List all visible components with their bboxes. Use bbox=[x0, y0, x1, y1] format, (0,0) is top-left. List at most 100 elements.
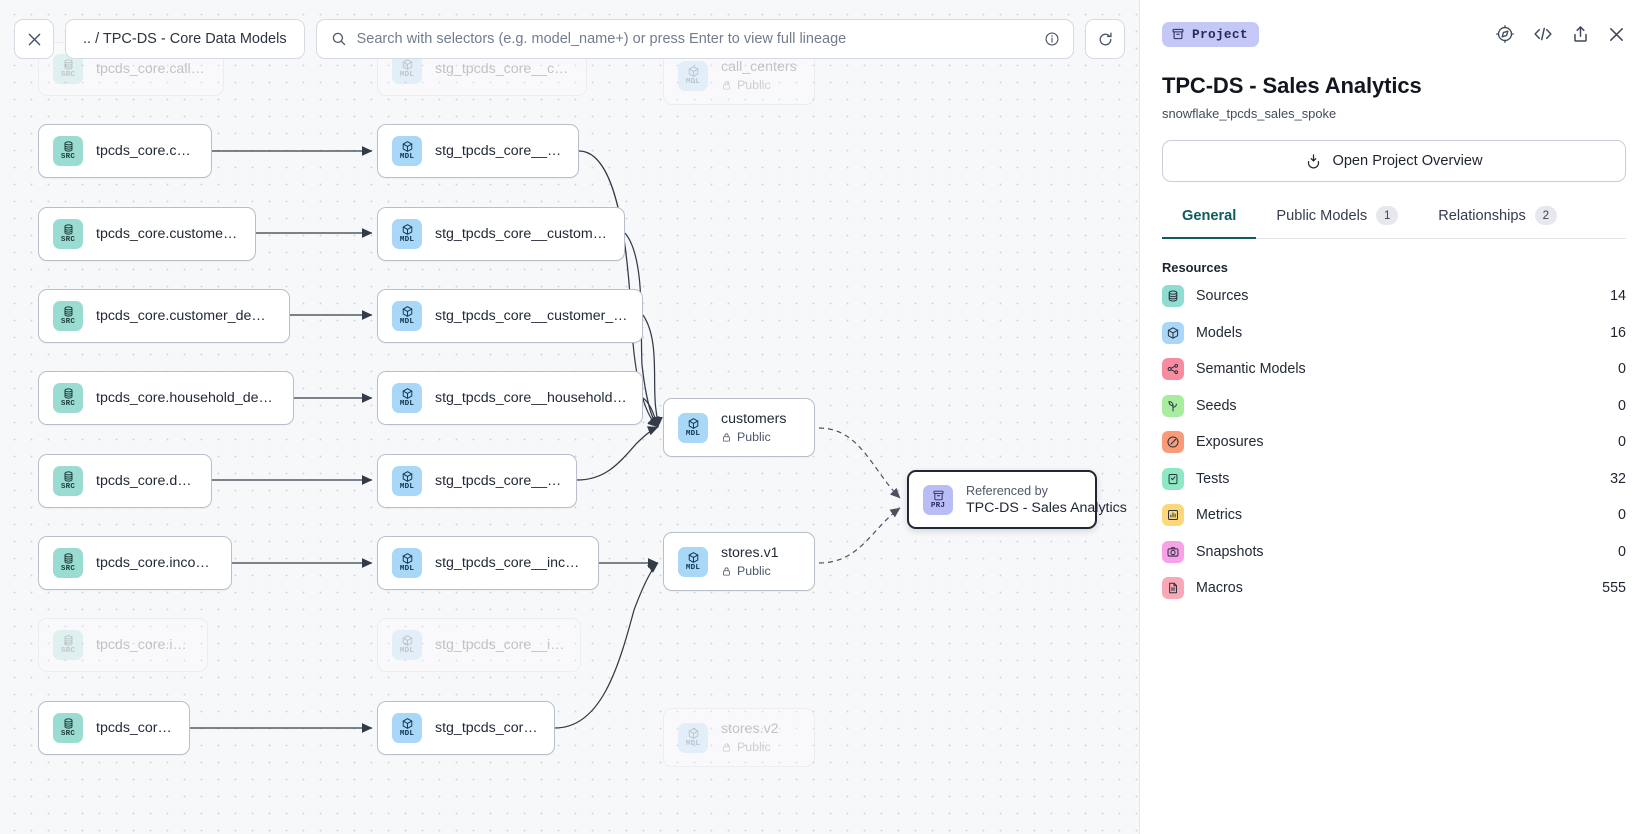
node-type-badge-mdl: MDL bbox=[678, 412, 708, 443]
graph-node-src-cust-addr[interactable]: SRC tpcds_core.customer_address bbox=[38, 207, 256, 261]
node-body: tpcds_core.store bbox=[96, 720, 175, 736]
node-type-badge-src: SRC bbox=[53, 219, 83, 249]
node-visibility: Public bbox=[721, 430, 786, 444]
node-type-label: PRJ bbox=[930, 501, 946, 510]
graph-node-src-cust-demo[interactable]: SRC tpcds_core.customer_demographics bbox=[38, 289, 290, 343]
node-label: tpcds_core.customer_address bbox=[96, 226, 241, 242]
graph-node-mdl-store[interactable]: MDL stg_tpcds_core__store bbox=[377, 701, 555, 755]
search-input[interactable] bbox=[356, 31, 1034, 47]
graph-node-src-inventory[interactable]: SRC tpcds_core.inventory bbox=[38, 618, 208, 672]
node-type-badge-mdl: MDL bbox=[392, 630, 422, 660]
node-label: tpcds_core.household_demographics bbox=[96, 390, 279, 406]
tab-label: General bbox=[1182, 207, 1237, 224]
resource-label: Macros bbox=[1196, 580, 1243, 597]
graph-node-src-date-dim[interactable]: SRC tpcds_core.date_dim bbox=[38, 454, 212, 508]
node-body: stg_tpcds_core__store bbox=[435, 720, 540, 736]
tab-general[interactable]: General bbox=[1162, 206, 1257, 239]
refresh-button[interactable] bbox=[1085, 19, 1125, 59]
share-icon[interactable] bbox=[1571, 24, 1590, 44]
node-type-label: SRC bbox=[60, 71, 76, 80]
lineage-canvas[interactable]: .. / TPC-DS - Core Data Models SRCtpcds_… bbox=[0, 0, 1140, 834]
explore-icon[interactable] bbox=[1495, 24, 1515, 44]
node-type-badge-prj: PRJ bbox=[923, 484, 953, 515]
node-type-badge-mdl: MDL bbox=[392, 713, 422, 743]
breadcrumb[interactable]: .. / TPC-DS - Core Data Models bbox=[65, 19, 305, 59]
resource-label: Sources bbox=[1196, 288, 1249, 305]
node-type-badge-mdl: MDL bbox=[392, 301, 422, 331]
search-box[interactable] bbox=[315, 19, 1074, 59]
archive-box-icon bbox=[932, 490, 944, 500]
code-icon[interactable] bbox=[1532, 24, 1554, 44]
lock-icon bbox=[723, 432, 730, 442]
resources-heading: Resources bbox=[1162, 260, 1228, 275]
tab-label: Relationships bbox=[1438, 207, 1526, 224]
node-type-label: SRC bbox=[60, 236, 76, 245]
resource-icon-wrapper bbox=[1162, 467, 1184, 490]
node-body: stg_tpcds_core__household_demogr… bbox=[435, 390, 628, 406]
node-label: stg_tpcds_core__customer_address bbox=[435, 226, 610, 242]
node-label: tpcds_core.inventory bbox=[96, 637, 193, 653]
resource-count: 16 bbox=[1610, 324, 1626, 341]
node-label: stores.v1 bbox=[721, 545, 779, 561]
node-type-label: MDL bbox=[399, 71, 415, 80]
close-icon[interactable] bbox=[1607, 25, 1626, 44]
resource-count: 0 bbox=[1618, 543, 1626, 560]
graph-node-mdl-cust-demo[interactable]: MDLstg_tpcds_core__customer_demogra… bbox=[377, 289, 643, 343]
document-icon bbox=[1169, 582, 1178, 594]
node-body: tpcds_core.customer_demographics bbox=[96, 308, 275, 324]
resource-count: 0 bbox=[1618, 434, 1626, 451]
graph-node-mdl-hh-demo[interactable]: MDLstg_tpcds_core__household_demogr… bbox=[377, 371, 643, 425]
node-type-badge-src: SRC bbox=[53, 630, 83, 660]
node-type-label: SRC bbox=[60, 318, 76, 327]
info-circle-icon[interactable] bbox=[1044, 31, 1060, 47]
node-label: tpcds_core.date_dim bbox=[96, 473, 197, 489]
project-chip[interactable]: Project bbox=[1162, 21, 1259, 47]
node-body: tpcds_core.income_band bbox=[96, 555, 217, 571]
resource-label: Metrics bbox=[1196, 507, 1243, 524]
close-lineage-button[interactable] bbox=[14, 19, 54, 59]
database-icon bbox=[64, 388, 72, 399]
node-type-badge-src: SRC bbox=[53, 466, 83, 496]
details-panel: Project TPC-DS - Sales Analytics snowfla… bbox=[1140, 0, 1648, 834]
node-type-badge-mdl: MDL bbox=[392, 219, 422, 249]
node-label: stg_tpcds_core__household_demogr… bbox=[435, 390, 628, 406]
resource-icon-wrapper bbox=[1162, 358, 1184, 381]
open-project-overview-button[interactable]: Open Project Overview bbox=[1162, 140, 1626, 182]
node-type-label: MDL bbox=[399, 318, 415, 327]
database-icon bbox=[64, 59, 72, 70]
node-type-badge-mdl: MDL bbox=[392, 136, 422, 166]
node-visibility-label: Public bbox=[737, 78, 771, 92]
graph-node-mdl-cust-addr[interactable]: MDL stg_tpcds_core__customer_address bbox=[377, 207, 625, 261]
resource-icon-wrapper bbox=[1162, 321, 1184, 344]
node-type-badge-mdl: MDL bbox=[678, 722, 708, 753]
seed-icon bbox=[1168, 400, 1177, 412]
resource-icon-wrapper bbox=[1162, 394, 1184, 417]
node-label: tpcds_core.store bbox=[96, 720, 175, 736]
